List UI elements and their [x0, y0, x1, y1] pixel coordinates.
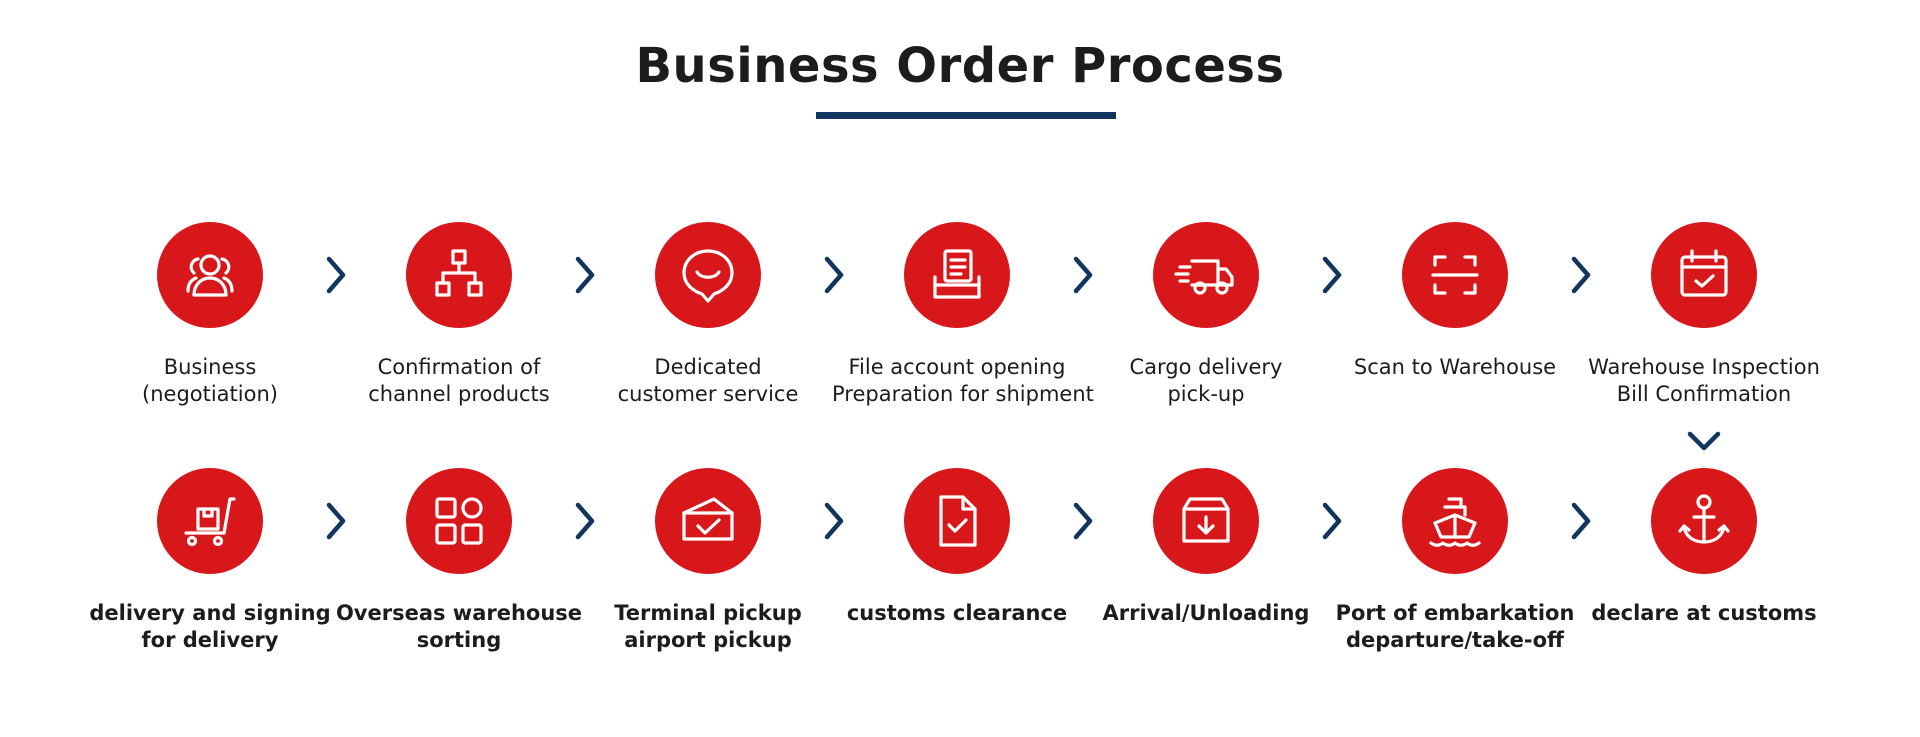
- grid-apps-icon: [435, 497, 483, 545]
- anchor-icon: [1678, 494, 1730, 544]
- ship-icon: [1429, 497, 1481, 547]
- hand-truck-icon: [184, 497, 236, 547]
- step-label-line: airport pickup: [624, 628, 792, 652]
- chevron-right-icon: [821, 253, 851, 297]
- step-icon-circle: [904, 468, 1010, 574]
- process-step: declare at customs: [1579, 468, 1829, 627]
- chevron-right-icon: [1070, 253, 1100, 297]
- step-label-line: declare at customs: [1591, 601, 1817, 625]
- step-label-line: Overseas warehouse: [335, 601, 583, 625]
- step-label-line: customs clearance: [846, 601, 1068, 625]
- step-label-line: channel products: [368, 382, 550, 406]
- step-icon-circle: [1402, 222, 1508, 328]
- chevron-down-icon: [1684, 428, 1724, 454]
- step-icon-circle: [1153, 468, 1259, 574]
- calendar-check-icon: [1680, 249, 1728, 297]
- chevron-right-icon: [572, 499, 602, 543]
- process-step: Business (negotiation): [85, 222, 335, 408]
- step-icon-circle: [1153, 222, 1259, 328]
- step-label-line: Business: [163, 355, 257, 379]
- page-title: Business Order Process: [635, 38, 1285, 94]
- user-group-icon: [186, 254, 234, 297]
- step-label-line: (negotiation): [142, 382, 278, 406]
- process-step: Dedicated customer service: [583, 222, 833, 408]
- step-label-line: Cargo delivery: [1129, 355, 1283, 379]
- step-label-line: Arrival/Unloading: [1102, 601, 1310, 625]
- step-label: Cargo delivery pick-up: [1081, 354, 1331, 408]
- process-step: delivery and signing for delivery: [85, 468, 335, 654]
- box-download-icon: [1182, 497, 1230, 543]
- step-icon-circle: [157, 222, 263, 328]
- hierarchy-icon: [435, 249, 483, 297]
- step-icon-circle: [1402, 468, 1508, 574]
- step-icon-circle: [1651, 468, 1757, 574]
- scan-icon: [1431, 255, 1479, 295]
- step-label-line: Confirmation of: [377, 355, 541, 379]
- step-label-line: pick-up: [1167, 382, 1245, 406]
- step-label: declare at customs: [1579, 600, 1829, 627]
- process-step: Port of embarkation departure/take-off: [1330, 468, 1580, 654]
- step-label-line: for delivery: [141, 628, 279, 652]
- step-label: Arrival/Unloading: [1081, 600, 1331, 627]
- step-label-line: Port of embarkation: [1335, 601, 1575, 625]
- step-label: Scan to Warehouse: [1330, 354, 1580, 381]
- document-tray-icon: [933, 249, 981, 299]
- step-icon-circle: [904, 222, 1010, 328]
- step-label-line: Scan to Warehouse: [1353, 355, 1557, 379]
- step-label: delivery and signing for delivery: [85, 600, 335, 654]
- step-label-line: delivery and signing: [89, 601, 331, 625]
- process-step: Arrival/Unloading: [1081, 468, 1331, 627]
- title-underline: [816, 112, 1116, 119]
- chevron-right-icon: [1568, 253, 1598, 297]
- step-label: Port of embarkation departure/take-off: [1330, 600, 1580, 654]
- box-check-icon: [682, 497, 734, 541]
- chevron-right-icon: [1319, 499, 1349, 543]
- step-label-line: Preparation for shipment: [832, 382, 1094, 406]
- process-step: Overseas warehouse sorting: [334, 468, 584, 654]
- step-label: Dedicated customer service: [583, 354, 833, 408]
- process-step: customs clearance: [832, 468, 1082, 627]
- step-label-line: departure/take-off: [1345, 628, 1565, 652]
- chevron-right-icon: [1568, 499, 1598, 543]
- chevron-right-icon: [572, 253, 602, 297]
- process-step: Cargo delivery pick-up: [1081, 222, 1331, 408]
- chevron-right-icon: [1070, 499, 1100, 543]
- step-label-line: customer service: [617, 382, 799, 406]
- process-step: Confirmation of channel products: [334, 222, 584, 408]
- step-icon-circle: [655, 222, 761, 328]
- step-label-line: Dedicated: [654, 355, 762, 379]
- step-label-line: Warehouse Inspection: [1588, 355, 1820, 379]
- chat-smile-icon: [682, 249, 734, 303]
- process-step: Terminal pickup airport pickup: [583, 468, 833, 654]
- step-icon-circle: [406, 468, 512, 574]
- chevron-right-icon: [1319, 253, 1349, 297]
- step-label: Terminal pickup airport pickup: [583, 600, 833, 654]
- step-icon-circle: [406, 222, 512, 328]
- chevron-right-icon: [821, 499, 851, 543]
- step-label-line: File account opening: [848, 355, 1066, 379]
- delivery-truck-icon: [1174, 259, 1234, 295]
- step-label: customs clearance: [832, 600, 1082, 627]
- step-icon-circle: [157, 468, 263, 574]
- step-label-line: sorting: [416, 628, 502, 652]
- step-label: Business (negotiation): [85, 354, 335, 408]
- step-label: Overseas warehouse sorting: [334, 600, 584, 654]
- step-icon-circle: [655, 468, 761, 574]
- chevron-right-icon: [323, 253, 353, 297]
- step-label-line: Terminal pickup: [614, 601, 802, 625]
- step-label: Confirmation of channel products: [334, 354, 584, 408]
- process-step: Scan to Warehouse: [1330, 222, 1580, 381]
- file-check-icon: [939, 495, 977, 547]
- step-icon-circle: [1651, 222, 1757, 328]
- chevron-right-icon: [323, 499, 353, 543]
- step-label-line: Bill Confirmation: [1616, 382, 1792, 406]
